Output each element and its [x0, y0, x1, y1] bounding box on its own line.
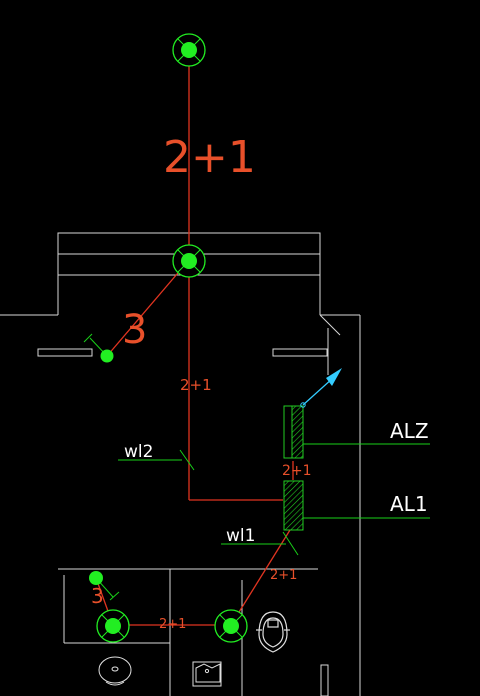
- ceiling-light-mid[interactable]: [172, 244, 206, 278]
- lower-diag-count-label: 2+1: [270, 568, 297, 583]
- panel-alz[interactable]: [283, 405, 304, 459]
- left-window-sill: [37, 348, 93, 357]
- lower-switch-count-label: 3: [91, 584, 104, 608]
- circuit-wl2-label: wl2: [124, 442, 153, 462]
- upper-switch-tick: [83, 333, 93, 343]
- panel-gap-count-label: 2+1: [282, 463, 312, 479]
- panel-hatch: [291, 405, 304, 459]
- circuit-wl1-label: wl1: [226, 526, 255, 546]
- panel-al1[interactable]: [283, 480, 304, 531]
- upper-switch-count-label: 3: [122, 307, 147, 353]
- wl1-tick: [282, 531, 299, 556]
- lower-diagonal-wire: [230, 529, 291, 626]
- switch-dot-icon[interactable]: [100, 349, 114, 363]
- wash-basin-icon: [98, 656, 132, 686]
- panel-al1-label: AL1: [390, 492, 428, 516]
- lower-switch-tick: [109, 591, 120, 601]
- corner-chamfer: [319, 314, 341, 336]
- top-wire-count-label: 2+1: [163, 132, 256, 183]
- door-jamb: [320, 664, 329, 696]
- upper-switch-wire: [106, 259, 190, 357]
- ceiling-light-bottom-right[interactable]: [214, 609, 248, 643]
- right-window-sill: [272, 348, 328, 357]
- switch-dot-icon[interactable]: [89, 571, 103, 585]
- distribution-panel-icon: [283, 480, 304, 531]
- mid-wire-count-label: 2+1: [180, 376, 212, 394]
- exhaust-arrow-icon: [300, 368, 342, 408]
- toilet-icon: [256, 611, 290, 653]
- ceiling-light-top[interactable]: [172, 33, 206, 67]
- bottom-horiz-count-label: 2+1: [159, 617, 186, 632]
- wl2-tick: [179, 449, 195, 471]
- leaders: [83, 333, 430, 601]
- panel-alz-label: ALZ: [390, 419, 429, 443]
- sink-icon: [192, 661, 222, 687]
- ceiling-light-bottom-left[interactable]: [96, 609, 130, 643]
